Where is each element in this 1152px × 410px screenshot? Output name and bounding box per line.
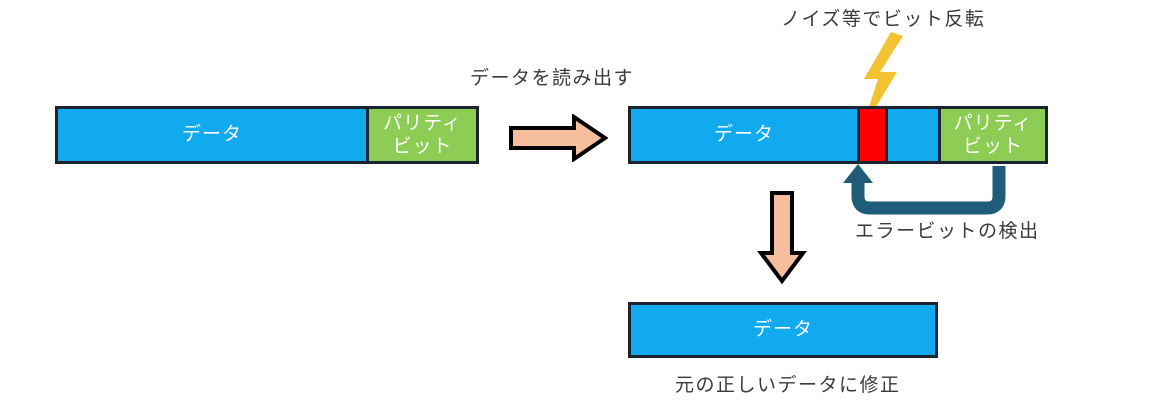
u-turn-arrow-icon — [840, 164, 1022, 216]
read-parity-segment: パリティ ビット — [938, 109, 1045, 161]
error-bit-segment — [857, 109, 885, 161]
stored-data-segment: データ — [58, 109, 366, 161]
noise-flip-label: ノイズ等でビット反転 — [781, 8, 986, 30]
error-detection-label: エラービットの検出 — [855, 220, 1040, 242]
read-data-segment: データ — [631, 109, 857, 161]
read-data-tail-segment — [885, 109, 938, 161]
stored-parity-segment: パリティ ビット — [366, 109, 476, 161]
corrected-frame: データ — [628, 302, 938, 358]
down-arrow-icon — [757, 190, 807, 285]
stored-frame: データ パリティ ビット — [55, 106, 479, 164]
right-arrow-icon — [508, 113, 609, 163]
corrected-label: 元の正しいデータに修正 — [675, 374, 901, 396]
read-data-label: データを読み出す — [470, 67, 635, 89]
read-frame: データ パリティ ビット — [628, 106, 1048, 164]
corrected-data-segment: データ — [631, 305, 935, 355]
